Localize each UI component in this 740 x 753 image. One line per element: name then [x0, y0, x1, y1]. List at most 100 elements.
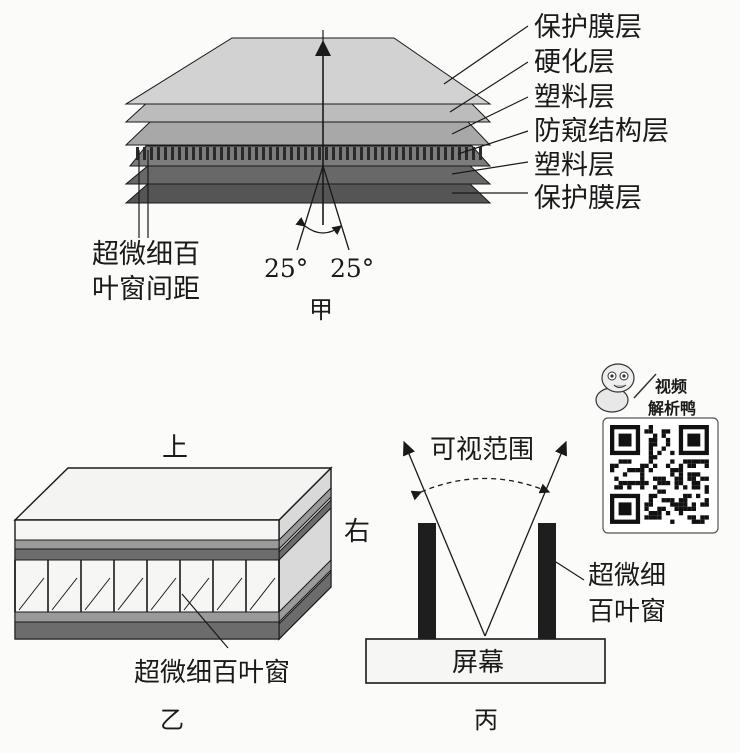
- qr-module: [704, 489, 709, 494]
- qr-module: [640, 468, 645, 473]
- figure-bing: 屏幕 可视范围 超微细 百叶窗 丙: [365, 435, 666, 734]
- qr-module: [678, 506, 684, 511]
- qr-module: [670, 459, 675, 464]
- louver-bar-left: [418, 523, 436, 639]
- qr-module: [653, 455, 658, 460]
- louver-slat: [262, 147, 265, 160]
- video-badge[interactable]: 视频 解析鸭: [595, 363, 719, 534]
- louver-slat: [318, 147, 321, 160]
- qr-finder: [618, 502, 632, 516]
- qr-module: [648, 450, 653, 456]
- louver-slat: [227, 147, 230, 160]
- qr-module: [678, 463, 684, 468]
- label-layer-4: 防窥结构层: [534, 116, 669, 147]
- qr-module: [700, 459, 705, 464]
- qr-module: [678, 511, 684, 516]
- angle-arc: [295, 217, 342, 235]
- louver-slat: [164, 147, 167, 160]
- qr-module: [704, 515, 709, 520]
- qr-module: [700, 476, 705, 481]
- qr-module: [678, 480, 684, 486]
- qr-module: [678, 476, 684, 481]
- louver-slat: [171, 147, 174, 160]
- qr-module: [661, 498, 666, 503]
- badge-line2: 解析鸭: [648, 399, 696, 418]
- spacing-label-line2: 叶窗间距: [92, 274, 200, 305]
- qr-module: [631, 480, 636, 486]
- qr-module: [653, 493, 658, 499]
- qr-module: [657, 476, 662, 481]
- louver-slat: [206, 147, 209, 160]
- qr-module: [683, 485, 688, 490]
- qr-module: [678, 502, 684, 507]
- qr-module: [610, 463, 615, 468]
- leader-5: [451, 161, 529, 175]
- louver-slat: [199, 147, 202, 160]
- qr-module: [661, 489, 666, 494]
- leader-2: [449, 61, 529, 113]
- qr-module: [691, 506, 696, 511]
- qr-module: [610, 468, 615, 473]
- qr-module: [618, 485, 623, 490]
- qr-module: [648, 468, 653, 473]
- qr-module: [678, 468, 684, 473]
- qr-module: [665, 480, 671, 486]
- figure-yi: 上 右 超微细百叶窗 乙: [13, 433, 370, 734]
- louver-slat: [136, 147, 139, 160]
- qr-module: [653, 476, 658, 481]
- louver-slat: [157, 147, 160, 160]
- louver-slat: [479, 147, 482, 160]
- qr-module: [622, 480, 628, 486]
- qr-module: [696, 485, 701, 490]
- qr-module: [640, 485, 645, 490]
- louver-slat: [304, 147, 307, 160]
- label-right: 右: [344, 517, 370, 547]
- qr-module: [648, 425, 653, 430]
- qr-module: [670, 519, 675, 524]
- label-layer-1: 保护膜层: [534, 12, 642, 43]
- leader-3: [451, 96, 529, 135]
- layer-plastic-lower: [124, 163, 492, 185]
- qr-module: [653, 515, 658, 520]
- qr-module: [648, 498, 653, 503]
- louver-slat: [416, 147, 419, 160]
- louver-slat: [339, 147, 342, 160]
- qr-finder: [687, 433, 701, 447]
- qr-module: [665, 511, 671, 516]
- view-ray-left: [403, 440, 486, 637]
- qr-module: [614, 463, 619, 468]
- qr-module: [691, 519, 696, 524]
- qr-module: [653, 463, 658, 468]
- qr-code-icon[interactable]: [610, 425, 709, 524]
- qr-module: [648, 502, 653, 507]
- qr-module: [691, 459, 696, 464]
- qr-module: [691, 485, 696, 490]
- qr-module: [691, 515, 696, 520]
- ray-left: [296, 165, 324, 251]
- label-top: 上: [162, 433, 188, 463]
- qr-module: [687, 506, 692, 511]
- louver-slat: [269, 147, 272, 160]
- qr-module: [696, 519, 701, 524]
- qr-module: [704, 476, 709, 481]
- qr-module: [653, 437, 658, 443]
- figure-jia: 保护膜层 硬化层 塑料层 防窥结构层 塑料层 保护膜层 超微细百 叶窗间距 25…: [92, 12, 669, 324]
- louver-diagonal: [117, 577, 144, 611]
- qr-module: [644, 463, 649, 468]
- qr-module: [640, 472, 645, 477]
- qr-module: [648, 437, 653, 443]
- louver-slat: [346, 147, 349, 160]
- qr-module: [627, 459, 632, 464]
- qr-module: [640, 480, 645, 486]
- louver-slat: [311, 147, 314, 160]
- qr-module: [657, 480, 662, 486]
- qr-module: [670, 468, 675, 473]
- louver-slat: [472, 147, 475, 160]
- louver-slat: [290, 147, 293, 160]
- qr-module: [661, 476, 666, 481]
- louver-slat: [255, 147, 258, 160]
- louver-slat: [374, 147, 377, 160]
- qr-module: [683, 459, 688, 464]
- qr-module: [678, 498, 684, 503]
